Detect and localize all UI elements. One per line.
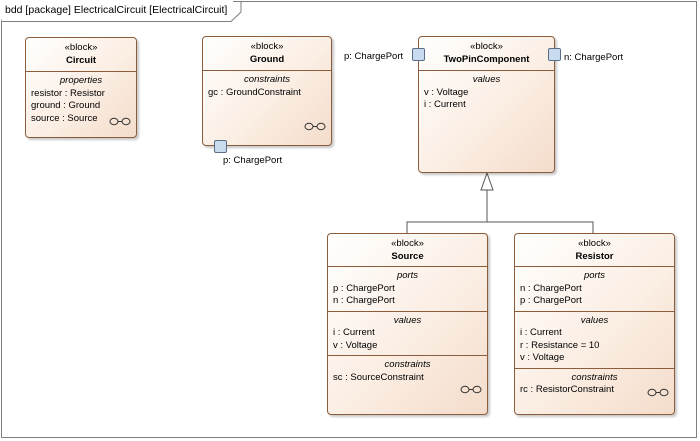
block-name[interactable]: Circuit xyxy=(65,54,97,66)
port-twopin-n[interactable] xyxy=(548,48,561,61)
block-name[interactable]: Ground xyxy=(249,53,285,65)
block-header: «block» Circuit xyxy=(26,38,136,67)
values-compartment: values i : Current v : Voltage xyxy=(328,310,487,356)
block-source[interactable]: «block» Source ports p : ChargePort n : … xyxy=(327,233,488,415)
value-row[interactable]: i : Current xyxy=(424,99,466,110)
compartment-title: values xyxy=(393,314,422,326)
port-label: p: ChargePort xyxy=(344,51,404,62)
glasses-icon xyxy=(647,388,669,396)
block-name[interactable]: Resistor xyxy=(575,250,614,262)
port-row[interactable]: n : ChargePort xyxy=(333,295,395,306)
generalization-arrowhead xyxy=(480,171,494,191)
compartment-title: values xyxy=(580,314,609,326)
ports-compartment: ports p : ChargePort n : ChargePort xyxy=(328,266,487,311)
compartment-title: constraints xyxy=(571,371,618,383)
glasses-icon xyxy=(304,122,326,131)
compartment-title: constraints xyxy=(244,74,290,85)
stereotype-label: «block» xyxy=(391,238,424,249)
properties-compartment: properties resistor : Resistor ground : … xyxy=(26,71,136,134)
generalization-line-source xyxy=(406,190,488,233)
value-row[interactable]: i : Current xyxy=(333,327,375,338)
stereotype-label: «block» xyxy=(578,238,611,249)
generalization-line-resistor xyxy=(487,221,594,233)
port-label: p: ChargePort xyxy=(223,155,283,166)
compartment-title: properties xyxy=(59,75,103,86)
value-row[interactable]: r : Resistance = 10 xyxy=(520,339,600,351)
stereotype-label: «block» xyxy=(470,41,503,52)
constraint-row[interactable]: sc : SourceConstraint xyxy=(333,371,424,383)
constraint-row[interactable]: rc : ResistorConstraint xyxy=(520,384,614,395)
block-header: «block» TwoPinComponent xyxy=(419,37,554,66)
stereotype-label: «block» xyxy=(64,42,98,53)
constraints-compartment: constraints sc : SourceConstraint xyxy=(328,355,487,400)
block-name[interactable]: Source xyxy=(391,250,424,262)
block-header: «block» Resistor xyxy=(515,234,674,263)
property-row[interactable]: source : Source xyxy=(31,112,98,124)
value-row[interactable]: i : Current xyxy=(520,327,562,338)
port-row[interactable]: p : ChargePort xyxy=(333,282,395,294)
block-twopincomponent[interactable]: «block» TwoPinComponent values v : Volta… xyxy=(418,36,555,173)
port-row[interactable]: p : ChargePort xyxy=(520,295,582,306)
property-row[interactable]: resistor : Resistor xyxy=(31,87,105,99)
block-ground[interactable]: «block» Ground constraints gc : GroundCo… xyxy=(202,36,332,146)
block-circuit[interactable]: «block» Circuit properties resistor : Re… xyxy=(25,37,137,138)
glasses-icon xyxy=(460,385,482,394)
port-label: n: ChargePort xyxy=(564,52,624,63)
values-compartment: values i : Current r : Resistance = 10 v… xyxy=(515,310,674,368)
block-header: «block» Ground xyxy=(203,37,331,66)
constraints-compartment: constraints rc : ResistorConstraint xyxy=(515,367,674,401)
stereotype-label: «block» xyxy=(250,41,284,52)
compartment-title: values xyxy=(472,74,501,85)
constraint-row[interactable]: gc : GroundConstraint xyxy=(208,86,301,98)
glasses-icon xyxy=(109,117,131,126)
compartment-title: ports xyxy=(583,270,606,281)
property-row[interactable]: ground : Ground xyxy=(31,100,101,111)
value-row[interactable]: v : Voltage xyxy=(424,86,469,98)
value-row[interactable]: v : Voltage xyxy=(333,339,378,351)
constraints-compartment: constraints gc : GroundConstraint xyxy=(203,70,331,141)
ports-compartment: ports n : ChargePort p : ChargePort xyxy=(515,266,674,311)
port-row[interactable]: n : ChargePort xyxy=(520,282,582,294)
block-resistor[interactable]: «block» Resistor ports n : ChargePort p … xyxy=(514,233,675,415)
compartment-title: ports xyxy=(396,270,419,281)
compartment-title: constraints xyxy=(384,359,431,370)
block-name[interactable]: TwoPinComponent xyxy=(443,53,530,65)
port-ground-p[interactable] xyxy=(214,140,227,153)
block-header: «block» Source xyxy=(328,234,487,263)
frame-title: bdd [package] ElectricalCircuit [Electri… xyxy=(1,1,234,19)
port-twopin-p[interactable] xyxy=(412,48,425,61)
values-compartment: values v : Voltage i : Current xyxy=(419,70,554,115)
value-row[interactable]: v : Voltage xyxy=(520,352,565,363)
